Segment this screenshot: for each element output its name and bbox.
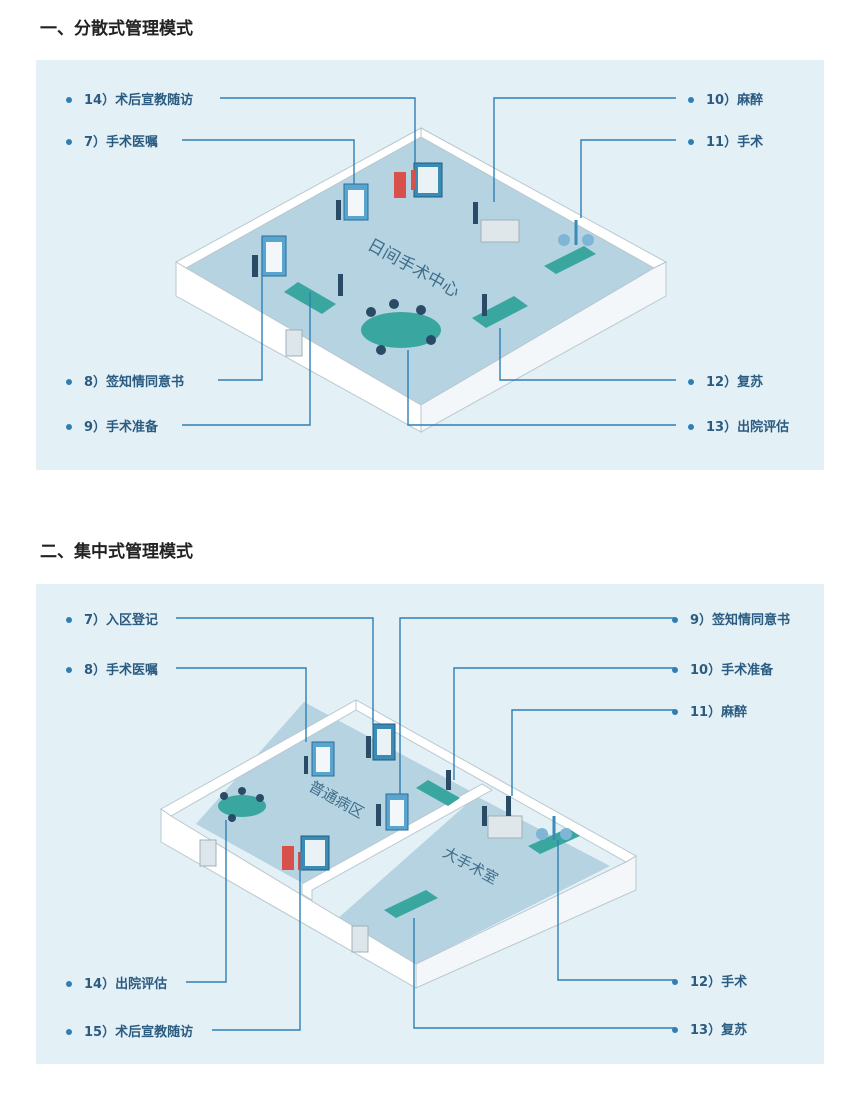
bullet-dot <box>672 1026 678 1033</box>
isometric-scene-centralized: 普通病区 大手术室 <box>160 617 676 1031</box>
panel-decentralized: 日间手术中心 14）术后宣教随访 7）手术医嘱 8）签知情同意书 9）手术准备 … <box>36 60 824 470</box>
bullet-dot <box>672 616 678 623</box>
label-surgery: 11）手术 <box>688 131 763 150</box>
floor-ward <box>196 702 472 884</box>
bullet-dot <box>672 978 678 985</box>
wall-front-right <box>420 261 667 433</box>
label-ward-register: 7）入区登记 <box>66 609 158 628</box>
door <box>285 329 303 357</box>
furniture-table <box>218 787 266 822</box>
label-discharge-eval: 13）出院评估 <box>688 416 789 435</box>
label-surgery-order: 8）手术医嘱 <box>66 659 158 678</box>
bullet-dot <box>66 423 72 430</box>
label-surgery-order: 7）手术医嘱 <box>66 131 158 150</box>
label-surgery-prep: 9）手术准备 <box>66 416 158 435</box>
label-recovery: 12）复苏 <box>688 371 763 390</box>
label-followup: 15）术后宣教随访 <box>66 1021 193 1040</box>
floor <box>186 137 654 405</box>
furniture-lamp <box>536 816 572 840</box>
furniture-boards <box>282 723 409 871</box>
bullet-dot <box>66 666 72 673</box>
wall-front-right <box>415 855 637 989</box>
panel-centralized: 普通病区 大手术室 7）入区登记 8）手术医嘱 14）出院评估 15）术后宣教随… <box>36 584 824 1064</box>
bullet-dot <box>688 423 694 430</box>
leader-lines <box>176 617 676 1031</box>
label-surgery-prep: 10）手术准备 <box>672 659 773 678</box>
bullet-dot <box>672 666 678 673</box>
door-operating <box>351 925 369 953</box>
bullet-dot <box>66 96 72 103</box>
isometric-scene-decentralized: 日间手术中心 <box>174 97 676 433</box>
furniture-lamp <box>558 220 594 246</box>
label-consent: 8）签知情同意书 <box>66 371 184 390</box>
label-followup: 14）术后宣教随访 <box>66 89 193 108</box>
section-title-decentralized: 一、分散式管理模式 <box>40 19 193 39</box>
wall-divider <box>301 783 493 901</box>
bullet-dot <box>688 378 694 385</box>
bullet-dot <box>688 96 694 103</box>
label-surgery: 12）手术 <box>672 971 747 990</box>
bullet-dot <box>66 616 72 623</box>
bullet-dot <box>688 138 694 145</box>
bullet-dot <box>66 1028 72 1035</box>
bullet-dot <box>66 378 72 385</box>
label-anesthesia: 11）麻醉 <box>672 701 747 720</box>
bullet-dot <box>66 138 72 145</box>
section-title-centralized: 二、集中式管理模式 <box>40 542 193 562</box>
people <box>252 170 487 316</box>
label-consent: 9）签知情同意书 <box>672 609 790 628</box>
furniture-table <box>361 299 441 355</box>
furniture-boards <box>261 162 443 277</box>
door-ward <box>199 839 217 867</box>
label-discharge-eval: 14）出院评估 <box>66 973 167 992</box>
label-anesthesia: 10）麻醉 <box>688 89 763 108</box>
label-recovery: 13）复苏 <box>672 1019 747 1038</box>
leader-lines <box>182 97 676 426</box>
bullet-dot <box>66 980 72 987</box>
bullet-dot <box>672 708 678 715</box>
